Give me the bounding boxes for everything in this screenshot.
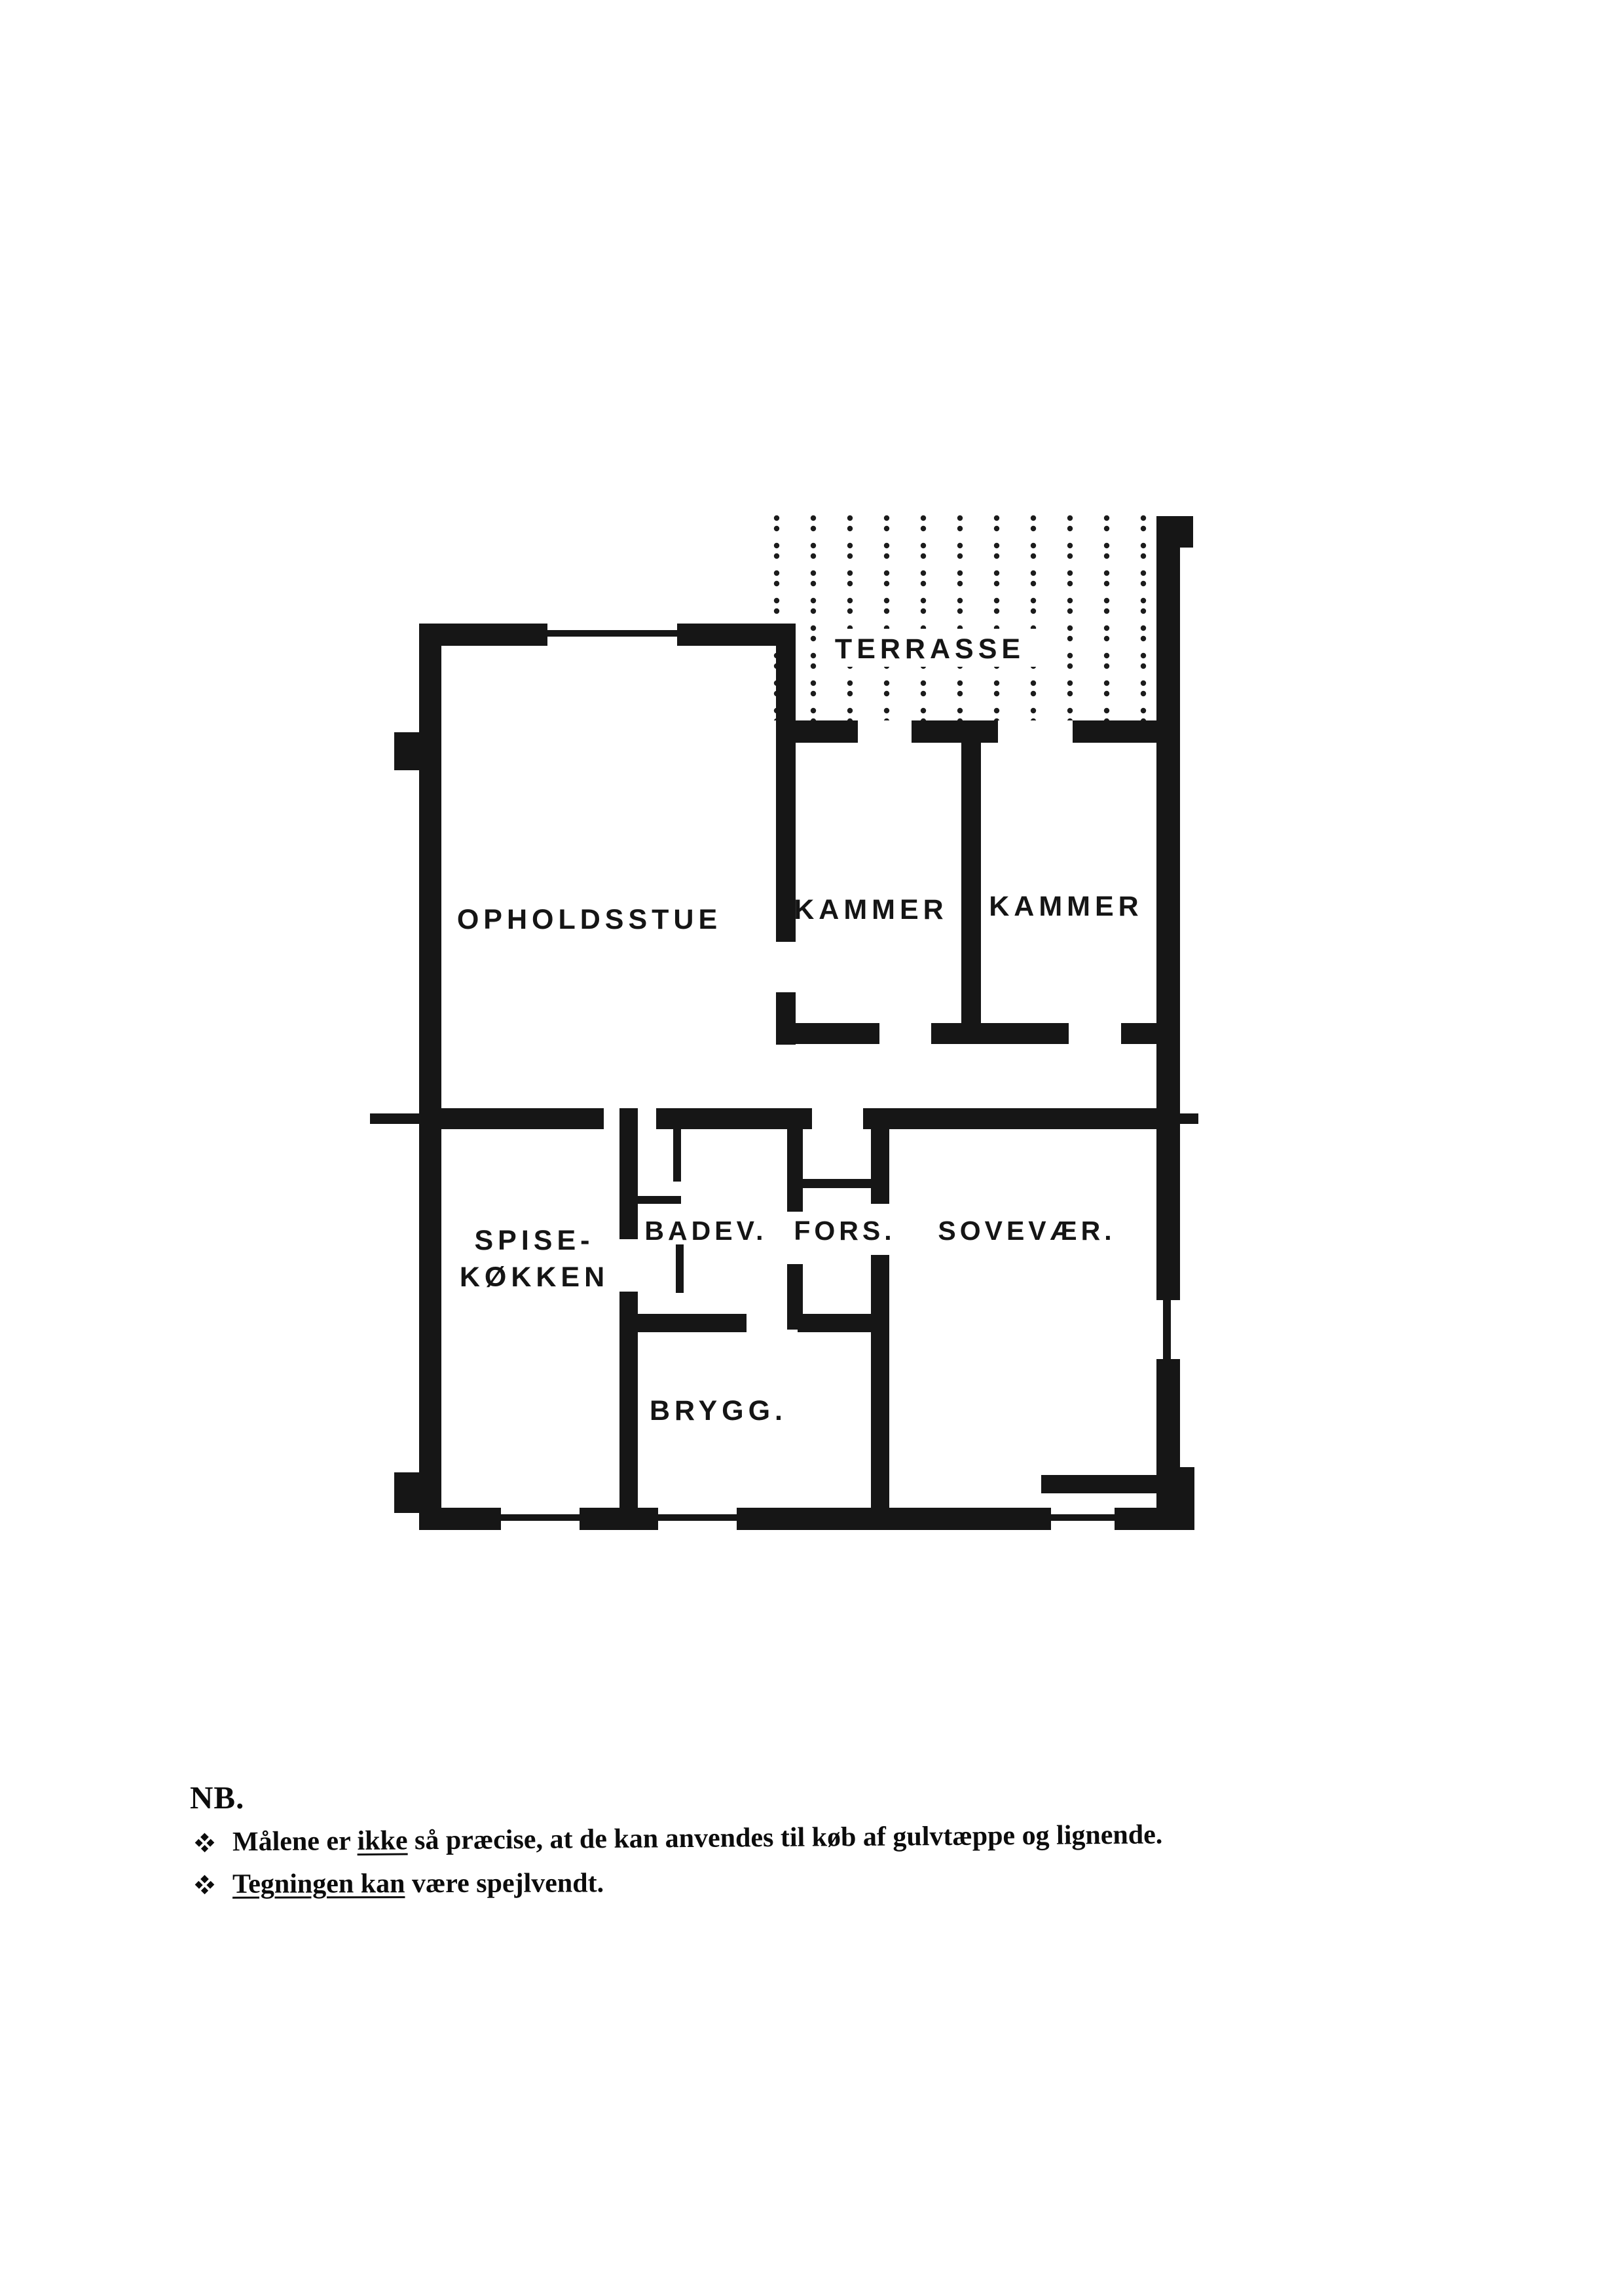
room-label-sovevaerelse: SOVEVÆR.: [938, 1216, 1115, 1246]
window-line: [1163, 1300, 1171, 1359]
note-text-underlined: Tegningen kan: [232, 1869, 405, 1899]
note-text: Tegningen kan være spejlvendt.: [232, 1867, 604, 1899]
fixture-line: [673, 1129, 681, 1182]
room-label-kammer-left: KAMMER: [794, 894, 948, 925]
wall-segment: [370, 1113, 419, 1124]
wall-segment: [1121, 1023, 1158, 1044]
wall-segment: [737, 1508, 1051, 1530]
wall-segment: [1041, 1475, 1158, 1493]
wall-segment: [776, 624, 796, 942]
note-text-part: så præcise, at de kan anvendes til køb a…: [407, 1819, 1163, 1856]
wall-segment: [1158, 1113, 1198, 1124]
wall-segment: [656, 1108, 778, 1129]
wall-segment: [787, 1108, 803, 1212]
fixture-line: [626, 1196, 681, 1204]
wall-segment: [394, 1472, 420, 1513]
room-label-badevaerelse: BADEV.: [644, 1216, 767, 1246]
room-label-kammer-right: KAMMER: [989, 891, 1143, 922]
wall-segment: [419, 1508, 501, 1530]
bullet-diamond-icon: [194, 1833, 215, 1853]
room-label-forstue: FORS.: [794, 1216, 895, 1246]
walls: [370, 516, 1198, 1530]
floor-plan: TERRASSE OPHOLDSSTUE KAMMER KAMMER SPISE…: [370, 512, 1198, 1530]
wall-segment: [622, 1314, 747, 1332]
note-text: Målene er ikke så præcise, at de kan anv…: [232, 1819, 1163, 1857]
wall-segment: [677, 624, 796, 646]
notes-heading: NB.: [190, 1780, 245, 1816]
bullet-diamond-icon: [194, 1875, 215, 1895]
wall-segment: [419, 1108, 604, 1129]
wall-segment: [619, 1108, 638, 1239]
wall-segment: [1073, 720, 1158, 743]
threshold-line: [803, 1179, 871, 1188]
note-text-part: Målene er: [232, 1825, 358, 1857]
window-line: [1051, 1514, 1115, 1521]
wall-segment: [961, 743, 981, 1044]
room-label-bryggers: BRYGG.: [650, 1395, 787, 1427]
window-line: [501, 1514, 580, 1521]
note-text-part: være spejlvendt.: [405, 1868, 604, 1899]
note-item: Målene er ikke så præcise, at de kan anv…: [190, 1816, 1532, 1858]
wall-segment: [863, 1108, 1158, 1129]
note-item: Tegningen kan være spejlvendt.: [190, 1865, 1532, 1900]
room-label-spisekokken-line2: KØKKEN: [460, 1261, 609, 1293]
wall-segment: [1156, 516, 1193, 548]
wall-segment: [394, 732, 420, 770]
wall-segment: [419, 624, 441, 1530]
wall-segment: [419, 624, 547, 646]
wall-segment: [1115, 1508, 1180, 1530]
room-label-spisekokken-line1: SPISE-: [475, 1225, 595, 1256]
terrace-area: [767, 512, 1156, 720]
wall-segment: [871, 1255, 889, 1508]
room-label-terrasse: TERRASSE: [835, 633, 1025, 665]
note-text-underlined: ikke: [357, 1825, 408, 1856]
wall-segment: [1177, 1467, 1194, 1530]
room-labels: TERRASSE OPHOLDSSTUE KAMMER KAMMER SPISE…: [457, 629, 1143, 1427]
wall-segment: [871, 1108, 889, 1204]
notes-section: NB. Målene er ikke så præcise, at de kan…: [190, 1779, 1532, 1900]
wall-segment: [580, 1508, 658, 1530]
window-line: [658, 1514, 737, 1521]
room-label-opholdsstue: OPHOLDSSTUE: [457, 904, 722, 935]
window-line: [547, 630, 677, 637]
wall-segment: [931, 1023, 1069, 1044]
wall-segment: [912, 720, 998, 743]
wall-segment: [1156, 516, 1180, 1300]
label-backing: [817, 629, 1043, 667]
wall-segment: [1156, 1359, 1180, 1530]
fixture-line: [676, 1244, 684, 1293]
wall-segment: [798, 1314, 889, 1332]
wall-segment: [776, 1023, 879, 1044]
